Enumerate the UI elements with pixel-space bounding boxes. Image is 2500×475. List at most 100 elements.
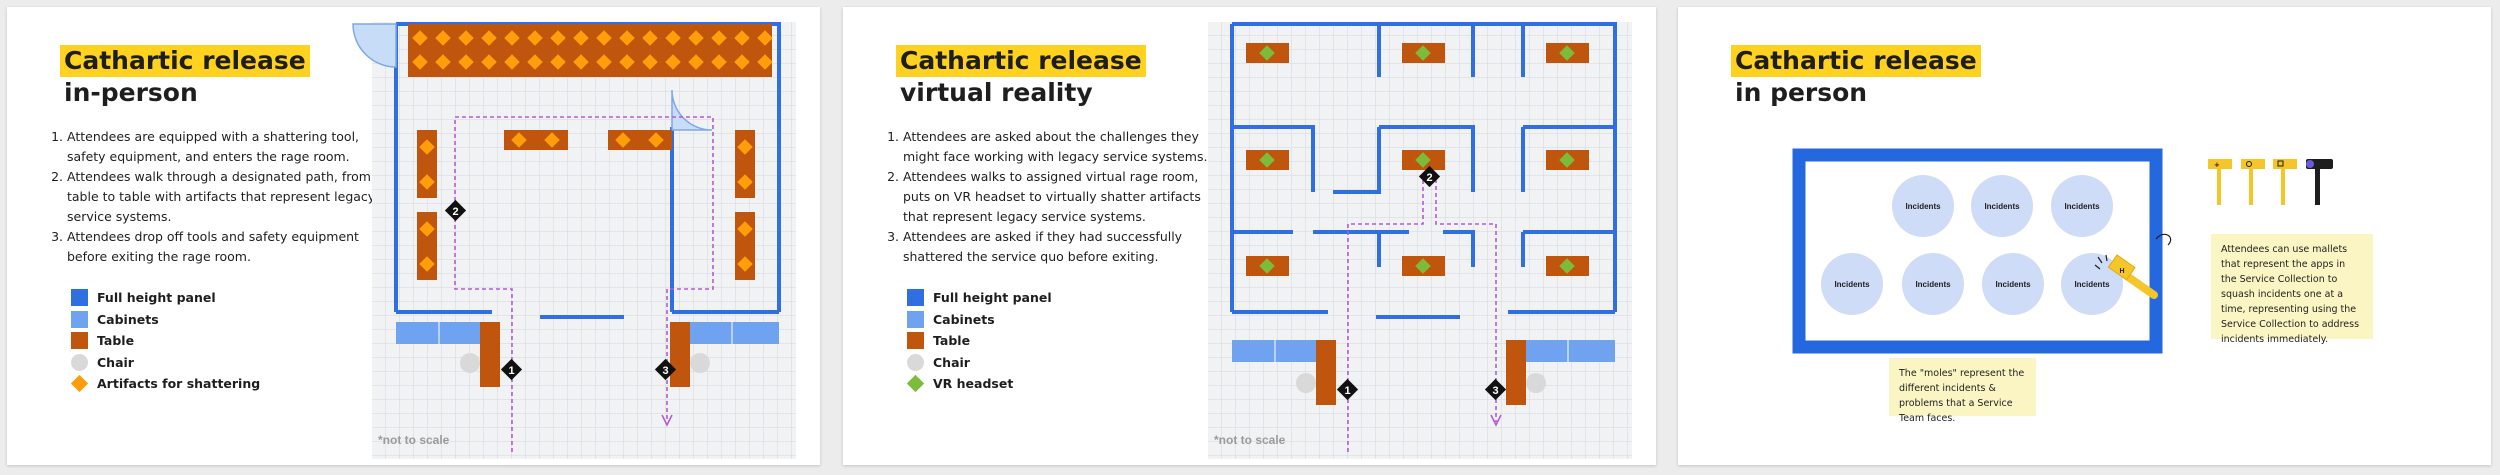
marker-label: 2 [452,206,458,218]
mole-label: Incidents [1915,280,1951,289]
cabinets [1232,340,1615,362]
card-in-person: Cathartic release in-person Attendees ar… [7,7,820,465]
walk-path [454,116,714,452]
vr-headset-diamond [1415,45,1431,61]
legend-label: VR headset [933,376,1014,391]
svg-text:+: + [2214,161,2220,169]
cabinet-swatch [907,310,924,328]
step-item: Attendees are asked about the challenges… [903,127,1223,167]
vr-headset-diamond [1259,152,1275,168]
title-highlight: Cathartic release [896,45,1146,77]
incident-mole[interactable]: Incidents [2061,253,2123,315]
vr-headset-diamond [1415,152,1431,168]
marker-label: 1 [508,365,514,377]
mole-label: Incidents [1905,202,1941,211]
steps-list: Attendees are equipped with a shattering… [45,127,387,267]
incident-mole[interactable]: Incidents [1982,253,2044,315]
artifact-diamond [419,139,435,155]
step-item: Attendees walk through a designated path… [67,167,387,227]
legend-label: Table [933,333,971,348]
mole-circle [1821,253,1883,315]
step-item: Attendees are asked if they had successf… [903,227,1223,267]
title-subtitle: in person [1735,78,1868,107]
panel-swatch [71,289,88,306]
panel-swatch [907,289,924,306]
incident-mole[interactable]: Incidents [1902,253,1964,315]
incident-mole[interactable]: Incidents [1892,175,1954,237]
mole-circle [1902,253,1964,315]
card-title: Cathartic release in person [1731,45,1981,109]
chairs [1296,373,1546,393]
full-height-panels [1230,22,1617,319]
marker-label: 3 [1492,385,1498,397]
vr-headset-diamond [1559,45,1575,61]
step-item: Attendees walks to assigned virtual rage… [903,167,1223,227]
mallet-icon [2241,159,2265,205]
vr-headsets [1259,45,1575,274]
artifact-diamond [419,221,435,237]
artifact-diamond [419,174,435,190]
title-subtitle: in-person [64,78,198,107]
mole-label: Incidents [2074,280,2110,289]
marker: 3 [654,358,677,381]
mole-circle [2051,175,2113,237]
legend-label: Table [97,333,135,348]
mole-label: Incidents [2064,202,2100,211]
door-swing [671,89,713,131]
mallet-icon [2273,159,2297,205]
marker-label: 1 [1344,385,1350,397]
legend-label: Full height panel [933,290,1052,305]
walk-path [1347,179,1424,452]
legend-label: Cabinets [933,311,995,327]
artifact-diamond [737,174,753,190]
mallet-icon: + [2208,159,2232,205]
walk-path [1435,179,1497,422]
vr-headset-diamond [1559,152,1575,168]
table-swatch [907,332,924,349]
vr-headset-diamond [1259,45,1275,61]
marker-label: 3 [662,365,668,377]
incident-mole[interactable]: Incidents [1971,175,2033,237]
step-item: Attendees are equipped with a shattering… [67,127,387,167]
cabinets [396,322,779,344]
vr-headset-diamond [1415,258,1431,274]
path-arrow [661,414,673,427]
card-title: Cathartic release in-person [60,45,310,109]
incident-mole[interactable]: Incidents [1821,253,1883,315]
floor-plan-virtual-reality: 1 2 3 *not to scale [1208,22,1632,459]
note-mallets: Attendees can use mallets that represent… [2211,234,2373,345]
step-item: Attendees drop off tools and safety equi… [67,227,387,267]
mole-label: Incidents [1995,280,2031,289]
mallet-icon [2306,159,2333,205]
vr-headset-diamond [1259,258,1275,274]
legend-label: Full height panel [97,290,216,305]
legend-label: Artifacts for shattering [97,376,261,391]
legend-label: Cabinets [97,311,159,327]
artifact-diamond [737,139,753,155]
chair-swatch [907,353,924,371]
hammer-label: H [2119,268,2124,275]
path-arrow [1490,414,1502,427]
steps-list: Attendees are asked about the challenges… [881,127,1223,267]
chairs [460,353,710,373]
note-moles: The "moles" represent the different inci… [1889,358,2036,424]
floor-plan-in-person: 1 2 3 *not to scale [352,22,796,459]
mole-label: Incidents [1984,202,2020,211]
mole-circle [1982,253,2044,315]
cabinet-swatch [71,310,88,328]
card-title: Cathartic release virtual reality [896,45,1146,109]
not-to-scale-note: *not to scale [378,433,450,447]
incident-mole[interactable]: Incidents [2051,175,2113,237]
hammer-icon: H [2094,233,2172,299]
not-to-scale-note: *not to scale [1214,433,1286,447]
vr-headset-diamond [1559,258,1575,274]
marker-label: 2 [1426,172,1432,184]
card-virtual-reality: Cathartic release virtual reality Attend… [843,7,1656,465]
mole-label: Incidents [1834,280,1870,289]
legend-label: Chair [933,354,970,370]
table-swatch [71,332,88,349]
artifact-diamond [737,221,753,237]
